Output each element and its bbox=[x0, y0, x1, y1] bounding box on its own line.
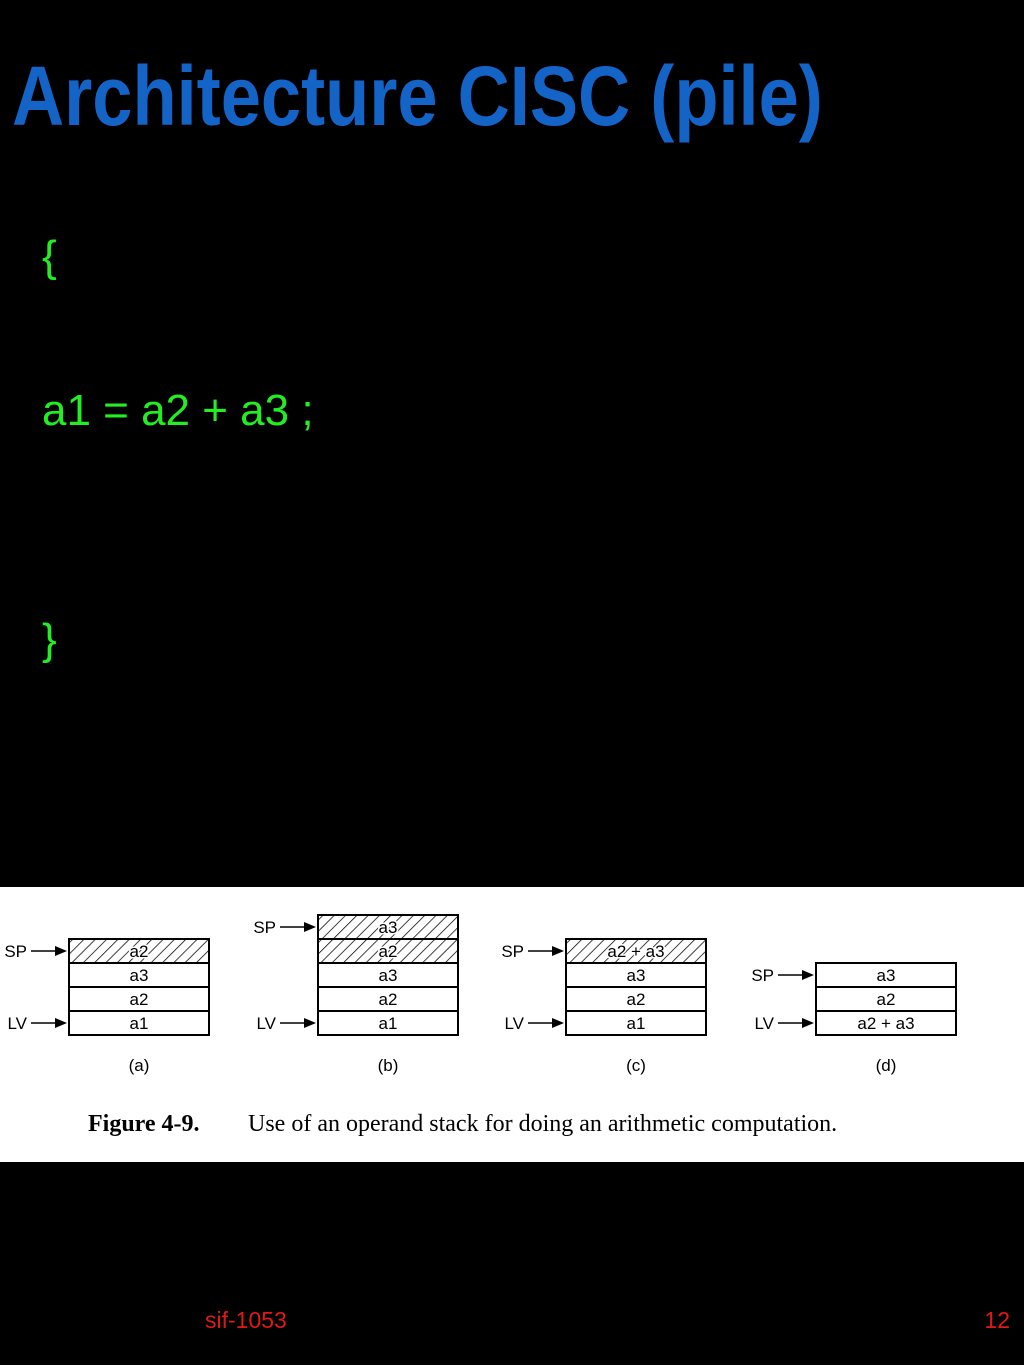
lv-pointer-arrowhead bbox=[552, 1018, 564, 1028]
lv-pointer-label: LV bbox=[504, 1014, 524, 1033]
stack-cell-label: a3 bbox=[627, 966, 646, 985]
lv-pointer-arrowhead bbox=[802, 1018, 814, 1028]
code-statement: a1 = a2 + a3 ; bbox=[42, 386, 314, 435]
stack-label: (b) bbox=[378, 1056, 399, 1075]
lv-pointer: LV bbox=[754, 1014, 814, 1033]
lv-pointer-arrowhead bbox=[304, 1018, 316, 1028]
stack-cell-label: a3 bbox=[379, 918, 398, 937]
stack-cell-label: a2 bbox=[877, 990, 896, 1009]
sp-pointer-label: SP bbox=[4, 942, 27, 961]
stack-cell-label: a2 bbox=[130, 942, 149, 961]
lv-pointer-label: LV bbox=[7, 1014, 27, 1033]
slide-title: Architecture CISC (pile) bbox=[12, 49, 823, 143]
stack-cell bbox=[68, 1010, 210, 1036]
figure-caption-text: Use of an operand stack for doing an ari… bbox=[248, 1111, 837, 1137]
sp-pointer-label: SP bbox=[253, 918, 276, 937]
sp-pointer-arrowhead bbox=[802, 970, 814, 980]
stack-cell-label: a1 bbox=[379, 1014, 398, 1033]
stack-cell bbox=[565, 938, 707, 964]
stack-3: a2 + a3 a3 a2 a1 SP LV (c) bbox=[501, 938, 707, 1075]
lv-pointer-arrowhead bbox=[55, 1018, 67, 1028]
stack-cell bbox=[317, 1010, 459, 1036]
stack-cell-label: a2 bbox=[627, 990, 646, 1009]
stack-cell-label: a2 + a3 bbox=[607, 942, 664, 961]
stack-label: (d) bbox=[876, 1056, 897, 1075]
lv-pointer: LV bbox=[256, 1014, 316, 1033]
code-open-brace: { bbox=[42, 232, 57, 281]
stack-cell-label: a3 bbox=[130, 966, 149, 985]
sp-pointer-arrowhead bbox=[55, 946, 67, 956]
lv-pointer-label: LV bbox=[754, 1014, 774, 1033]
figure-caption-label: Figure 4-9. bbox=[88, 1111, 200, 1137]
code-close-brace: } bbox=[42, 615, 57, 664]
stack-cell-label: a2 bbox=[130, 990, 149, 1009]
sp-pointer: SP bbox=[751, 966, 814, 985]
stack-cell bbox=[565, 986, 707, 1012]
stack-cell-label: a2 + a3 bbox=[857, 1014, 914, 1033]
lv-pointer: LV bbox=[504, 1014, 564, 1033]
footer-course-code: sif-1053 bbox=[205, 1307, 287, 1333]
sp-pointer: SP bbox=[4, 942, 67, 961]
sp-pointer-label: SP bbox=[751, 966, 774, 985]
stack-cell bbox=[565, 1010, 707, 1036]
stack-cell-label: a3 bbox=[877, 966, 896, 985]
stack-cell bbox=[815, 1010, 957, 1036]
stack-cell bbox=[317, 962, 459, 988]
stack-cell-label: a3 bbox=[379, 966, 398, 985]
stack-cell-label: a1 bbox=[130, 1014, 149, 1033]
sp-pointer-label: SP bbox=[501, 942, 524, 961]
sp-pointer: SP bbox=[253, 918, 316, 937]
stack-label: (a) bbox=[129, 1056, 150, 1075]
stack-cell-label: a2 bbox=[379, 942, 398, 961]
stack-cell bbox=[815, 962, 957, 988]
stack-1: a2 a3 a2 a1 SP LV (a) bbox=[4, 938, 210, 1075]
lv-pointer: LV bbox=[7, 1014, 67, 1033]
sp-pointer: SP bbox=[501, 942, 564, 961]
stack-cell bbox=[317, 914, 459, 940]
stack-cell-label: a1 bbox=[627, 1014, 646, 1033]
stack-label: (c) bbox=[626, 1056, 646, 1075]
stack-cell-label: a2 bbox=[379, 990, 398, 1009]
stack-4: a3 a2 a2 + a3 SP LV (d) bbox=[751, 962, 957, 1075]
stack-cell bbox=[317, 938, 459, 964]
sp-pointer-arrowhead bbox=[552, 946, 564, 956]
stack-cell bbox=[565, 962, 707, 988]
lv-pointer-label: LV bbox=[256, 1014, 276, 1033]
sp-pointer-arrowhead bbox=[304, 922, 316, 932]
page-number: 12 bbox=[984, 1307, 1010, 1333]
stack-cell bbox=[815, 986, 957, 1012]
stack-2: a3 a2 a3 a2 a1 SP LV (b) bbox=[253, 914, 459, 1075]
